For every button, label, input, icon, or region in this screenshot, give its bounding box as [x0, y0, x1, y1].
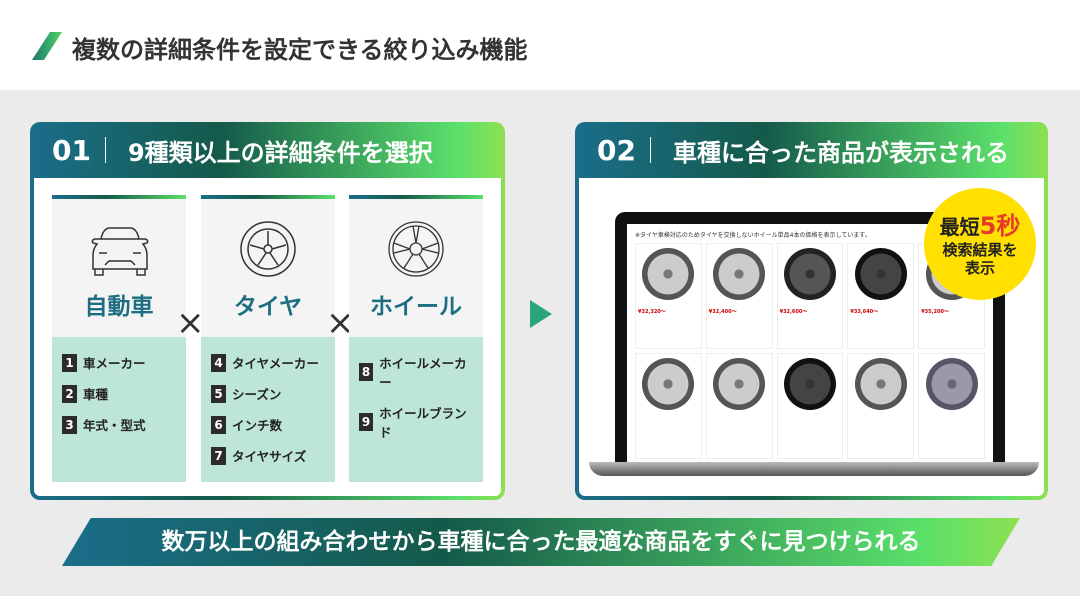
- product-price: ¥35,200〜: [921, 309, 949, 315]
- product-card[interactable]: [847, 353, 915, 459]
- column-label: タイヤ: [233, 294, 303, 320]
- wheel-image: [783, 358, 836, 410]
- product-price: ¥32,400〜: [708, 309, 737, 315]
- summary-banner: 数万以上の組み合わせから車種に合った最適な商品をすぐに見つけられる: [62, 518, 1020, 566]
- wheel-icon: [388, 221, 444, 277]
- product-card[interactable]: [776, 353, 844, 459]
- product-price: ¥32,600〜: [779, 309, 808, 315]
- product-card[interactable]: ¥32,400〜: [705, 243, 773, 349]
- wheel-image: [925, 358, 978, 410]
- product-card[interactable]: ¥32,320〜: [635, 243, 702, 349]
- speed-badge: 最短5秒 検索結果を 表示: [924, 188, 1036, 300]
- wheel-image: [854, 248, 907, 300]
- tire-icon: [240, 221, 296, 277]
- product-price: ¥32,320〜: [638, 309, 666, 315]
- column-label: 自動車: [84, 294, 154, 320]
- step-number: 01: [52, 133, 91, 167]
- header-band: 複数の詳細条件を設定できる絞り込み機能: [0, 0, 1080, 90]
- wheel-image: [642, 248, 695, 300]
- wheel-image: [713, 358, 766, 410]
- car-icon: [91, 227, 149, 276]
- step-heading: 車種に合った商品が表示される: [672, 138, 1009, 167]
- divider: [649, 137, 651, 163]
- step-number: 02: [597, 133, 636, 167]
- wheel-image: [783, 248, 836, 300]
- product-price: ¥33,640〜: [850, 309, 879, 315]
- column-label: ホイール: [370, 294, 462, 320]
- step-heading: 9種類以上の詳細条件を選択: [127, 138, 433, 167]
- arrow-right-icon: [530, 300, 552, 328]
- product-card[interactable]: [635, 353, 702, 459]
- slash-icon: [32, 32, 62, 60]
- times-sign: ×: [176, 303, 205, 343]
- wheel-image: [854, 358, 907, 410]
- laptop-base: [589, 462, 1039, 476]
- wheel-image: [713, 248, 766, 300]
- product-card[interactable]: [705, 353, 773, 459]
- divider: [104, 137, 106, 163]
- product-card[interactable]: [918, 353, 985, 459]
- product-card[interactable]: ¥33,640〜: [847, 243, 915, 349]
- page-title: 複数の詳細条件を設定できる絞り込み機能: [72, 36, 528, 64]
- wheel-image: [642, 358, 695, 410]
- step2-panel: 02 車種に合った商品が表示される ※タイヤ車検対応のためタイヤを交換しないホイー…: [575, 122, 1048, 500]
- screen-caption: ※タイヤ車検対応のためタイヤを交換しないホイール単品4本の価格を表示しています。: [635, 232, 871, 239]
- product-card[interactable]: ¥32,600〜: [776, 243, 844, 349]
